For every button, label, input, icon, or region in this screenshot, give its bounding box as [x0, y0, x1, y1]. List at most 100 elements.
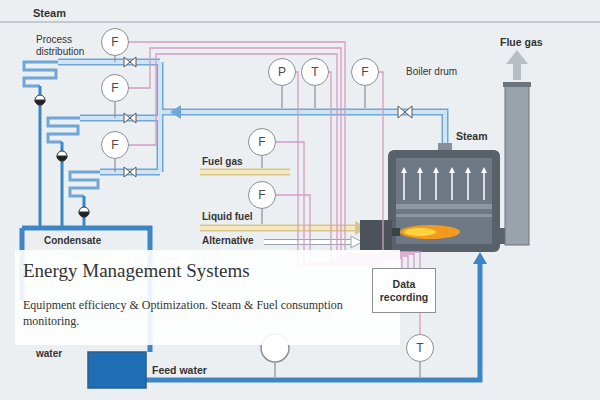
boiler-body [360, 143, 500, 252]
valve-symbol [130, 167, 136, 177]
flow-instrument: F [101, 74, 129, 102]
fuel-pipe [200, 226, 356, 230]
diagram-label: Flue gas [500, 36, 543, 48]
signal-wire [379, 72, 420, 268]
signal-wire [419, 313, 420, 334]
signal-wire [329, 72, 396, 268]
instrument-stem [274, 362, 275, 377]
flow-instrument: F [248, 128, 276, 156]
instrument-stem [314, 86, 315, 108]
valve-symbol [130, 57, 136, 67]
flow-instrument: F [248, 181, 276, 209]
condensate-pipe [40, 86, 84, 228]
boiler-body [388, 150, 500, 252]
fuel-pipe [264, 240, 352, 244]
boiler-body [400, 225, 460, 239]
valve-symbol [124, 57, 130, 67]
steam-pipe [58, 62, 445, 172]
boiler-body [467, 170, 469, 200]
steam-trap [35, 100, 45, 105]
valve-symbol [124, 57, 412, 177]
diagram-label: Boiler drum [406, 66, 457, 78]
data-recording-box: Data recording [372, 268, 436, 313]
boiler-body [451, 170, 453, 200]
fuel-pipe [200, 225, 356, 232]
boiler-body [404, 228, 436, 236]
heat-exchanger-coil [70, 172, 100, 196]
signal-wire [129, 42, 414, 268]
panel-caption: Equipment efficiency & Optimization. Ste… [23, 297, 378, 329]
diagram-label: Condensate [44, 235, 101, 247]
instrument-stem [114, 159, 115, 172]
temperature-instrument: T [406, 334, 434, 362]
chimney-stack [503, 82, 531, 87]
diagram-label: Fuel gas [202, 156, 243, 168]
instrument-stem [281, 86, 282, 108]
diagram-label: Steam [33, 7, 66, 20]
instrument-stem [261, 209, 262, 224]
chimney-stack [500, 50, 531, 245]
diagram-label: Alternative [202, 235, 254, 247]
diagram-label: Feed water [152, 364, 207, 376]
steam-trap [35, 95, 45, 105]
boiler-body [403, 170, 405, 200]
chimney-stack [506, 50, 528, 64]
flow-instrument: F [101, 28, 129, 56]
diagram-label: Liquid fuel [202, 211, 253, 223]
boiler-body [435, 170, 437, 200]
instrument-stem [114, 56, 115, 62]
fuel-pipe [200, 172, 368, 248]
valve-symbol [124, 113, 130, 123]
node-text: T [311, 66, 318, 78]
node-text: F [258, 189, 265, 201]
steam-trap [79, 207, 89, 217]
steam-trap [57, 156, 67, 161]
diagram-label: water [36, 348, 62, 360]
boiler-body [396, 214, 492, 217]
node-text: F [111, 82, 118, 94]
fuel-pipe [264, 239, 352, 245]
chimney-stack [505, 85, 529, 245]
diagram-label: Steam [456, 130, 488, 142]
valve-symbol [124, 167, 130, 177]
boiler-body [419, 170, 421, 200]
node-text: T [416, 342, 423, 354]
instrument-stem [419, 362, 420, 377]
heat-exchanger-coil [48, 118, 80, 142]
boiler-body [392, 228, 400, 236]
signal-wire [129, 54, 402, 268]
feed-water-tank [88, 352, 146, 388]
instrument-stem [261, 156, 262, 168]
node-text: F [361, 66, 368, 78]
node-text: F [111, 139, 118, 151]
steam-pipe [58, 62, 445, 172]
flow-instrument: F [101, 131, 129, 159]
diagram-label: Process distribution [36, 34, 98, 57]
panel-title: Energy Management Systems [23, 260, 392, 283]
chimney-stack [513, 62, 521, 80]
temperature-instrument: T [301, 58, 329, 86]
fuel-pipe [200, 169, 290, 176]
signal-wire [129, 48, 408, 268]
node-text: F [258, 136, 265, 148]
steam-pipe [170, 105, 181, 119]
steam-trap [79, 212, 89, 217]
boiler-body [483, 170, 485, 200]
steam-trap [35, 95, 89, 217]
boiler-body [396, 204, 492, 209]
valve-symbol [405, 106, 412, 118]
pressure-instrument: P [268, 58, 296, 86]
heat-exchanger-coil [24, 62, 58, 86]
fuel-pipe [200, 170, 290, 174]
header-rule [0, 22, 600, 23]
node-text: F [111, 36, 118, 48]
node-text: P [278, 66, 286, 78]
caption-panel: Energy Management SystemsEquipment effic… [15, 250, 400, 345]
valve-symbol [130, 113, 136, 123]
node-text: Data recording [377, 278, 431, 303]
flow-instrument: F [351, 58, 379, 86]
feed-water-tank [88, 352, 146, 388]
steam-trap [57, 151, 67, 161]
